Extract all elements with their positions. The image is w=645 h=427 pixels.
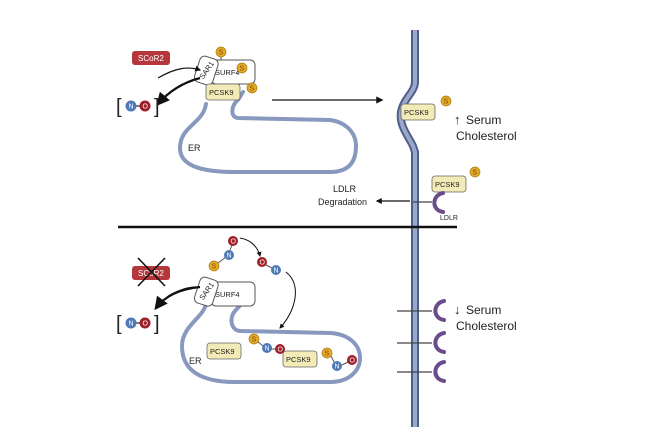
svg-text:S: S	[240, 66, 245, 73]
sno-group-pcsk9-1: S N O	[248, 333, 285, 354]
cholesterol-label-bottom: Cholesterol	[456, 319, 517, 333]
svg-text:O: O	[350, 358, 356, 365]
pcsk9-box-er-top	[205, 83, 241, 101]
svg-text:O: O	[143, 321, 149, 328]
pcsk9-label-membrane: PCSK9	[404, 108, 429, 117]
bracket-right-bottom: ]	[154, 313, 160, 335]
arrow-up-icon: ↑	[454, 112, 461, 127]
er-membrane-bottom	[179, 300, 363, 384]
pcsk9-box-er-bottom-2	[282, 350, 318, 368]
svg-text:S: S	[473, 170, 478, 177]
sno-group-surf4: S N O	[208, 236, 238, 272]
svg-text:S: S	[250, 86, 255, 93]
surf4-label-top: SURF4	[215, 68, 240, 77]
scor2-label-top: SCoR2	[138, 54, 164, 63]
pcsk9-box-membrane	[400, 103, 436, 121]
svg-text:O: O	[143, 104, 149, 111]
scor2-badge-top	[132, 51, 170, 65]
svg-text:N: N	[129, 104, 134, 111]
no-molecule-free: O N	[257, 257, 281, 275]
ldlr-label-top: LDLR	[440, 215, 458, 222]
ldlr-receptor-top	[432, 191, 445, 214]
svg-text:S: S	[219, 50, 224, 57]
transnitrosation-arrow-1	[239, 237, 262, 257]
sulfur-group-ldlr: S	[469, 166, 481, 178]
bracket-left-bottom: [	[116, 313, 122, 335]
scor2-arrow-bottom	[167, 286, 201, 297]
arrow-down-icon: ↓	[454, 302, 461, 317]
pcsk9-label-er-bottom-1: PCSK9	[210, 347, 235, 356]
sulfur-group-membrane: S	[440, 95, 452, 107]
svg-text:N: N	[129, 321, 134, 328]
serum-label-top: Serum	[466, 113, 501, 127]
svg-text:S: S	[252, 337, 257, 344]
sulfur-group-top-2: S	[236, 62, 248, 75]
svg-text:S: S	[444, 99, 449, 106]
ldlr-degradation-line1: LDLR	[333, 184, 357, 194]
pcsk9-label-er-bottom-2: PCSK9	[286, 355, 311, 364]
transnitrosation-arrow-2	[279, 271, 296, 329]
ldlr-receptor-bottom-1	[397, 299, 446, 322]
svg-text:S: S	[212, 264, 217, 271]
er-membrane-top	[177, 90, 359, 174]
svg-text:O: O	[278, 347, 284, 354]
bracket-left-top: [	[116, 96, 122, 118]
svg-text:N: N	[274, 268, 279, 275]
plasma-membrane	[396, 30, 419, 427]
svg-text:O: O	[260, 260, 266, 267]
cross-icon-2	[137, 257, 166, 287]
no-molecule-bottom: [ N O ]	[116, 313, 160, 335]
no-molecule-top: [ N O ]	[116, 96, 160, 118]
no-release-arrow-top	[156, 76, 201, 107]
sar1-box-bottom	[193, 276, 219, 307]
svg-text:N: N	[265, 346, 270, 353]
scor2-label-bottom: SCoR2	[138, 269, 164, 278]
ldlr-receptor-bottom-2	[397, 331, 446, 354]
svg-text:O: O	[231, 239, 237, 246]
no-release-arrow-bottom	[154, 285, 201, 311]
pcsk9-box-ldlr	[431, 175, 467, 193]
pcsk9-label-er-top: PCSK9	[209, 88, 234, 97]
pcsk9-label-ldlr: PCSK9	[435, 180, 460, 189]
cholesterol-label-top: Cholesterol	[456, 129, 517, 143]
sulfur-group-top-1: S	[215, 46, 227, 60]
ldlr-degradation-line2: Degradation	[318, 197, 367, 207]
svg-text:N: N	[335, 364, 340, 371]
sulfur-group-top-3: S	[246, 82, 258, 94]
er-label-top: ER	[188, 143, 201, 153]
pcsk9-box-er-bottom-1	[206, 342, 242, 360]
er-label-bottom: ER	[189, 356, 202, 366]
svg-text:S: S	[325, 351, 330, 358]
surf4-label-bottom: SURF4	[215, 290, 240, 299]
serum-label-bottom: Serum	[466, 303, 501, 317]
ldlr-receptor-bottom-3	[397, 360, 446, 383]
sno-group-pcsk9-2: S N O	[321, 347, 357, 371]
svg-text:N: N	[227, 253, 232, 260]
bracket-right-top: ]	[154, 96, 160, 118]
scor2-arrow-top	[157, 65, 202, 79]
